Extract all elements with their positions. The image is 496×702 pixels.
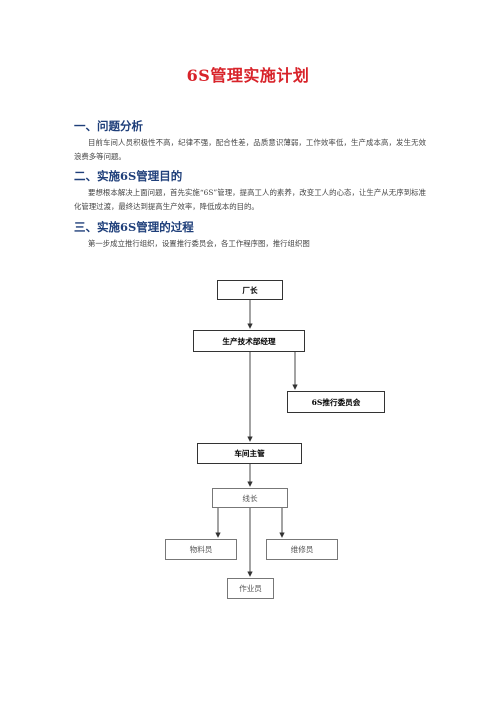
org-box-6s-committee: 6S推行委员会 bbox=[287, 391, 385, 413]
org-box-production-tech-manager: 生产技术部经理 bbox=[193, 330, 305, 352]
org-box-material-clerk: 物料员 bbox=[165, 539, 237, 560]
org-box-factory-director: 厂长 bbox=[217, 280, 283, 300]
org-box-operator: 作业员 bbox=[227, 578, 274, 599]
org-box-maintenance: 维修员 bbox=[266, 539, 338, 560]
section-heading-process: 三、实施6S管理的过程 bbox=[74, 220, 194, 234]
page-title: 6S管理实施计划 bbox=[186, 66, 310, 85]
section-heading-purpose: 二、实施6S管理目的 bbox=[74, 169, 183, 183]
section-body-problem-analysis: 目前车间人员积极性不高，纪律不强，配合性差，品质意识薄弱，工作效率低，生产成本高… bbox=[74, 138, 426, 161]
org-box-workshop-supervisor: 车间主管 bbox=[197, 443, 302, 464]
section-body-process: 第一步成立推行组织，设置推行委员会，各工作程序图，推行组织图 bbox=[88, 239, 310, 248]
section-heading-problem-analysis: 一、问题分析 bbox=[74, 119, 143, 133]
org-box-line-leader: 线长 bbox=[212, 488, 288, 508]
section-body-purpose: 要想根本解决上面问题，首先实施“6S”管理，提高工人的素养，改变工人的心态，让生… bbox=[74, 188, 426, 211]
